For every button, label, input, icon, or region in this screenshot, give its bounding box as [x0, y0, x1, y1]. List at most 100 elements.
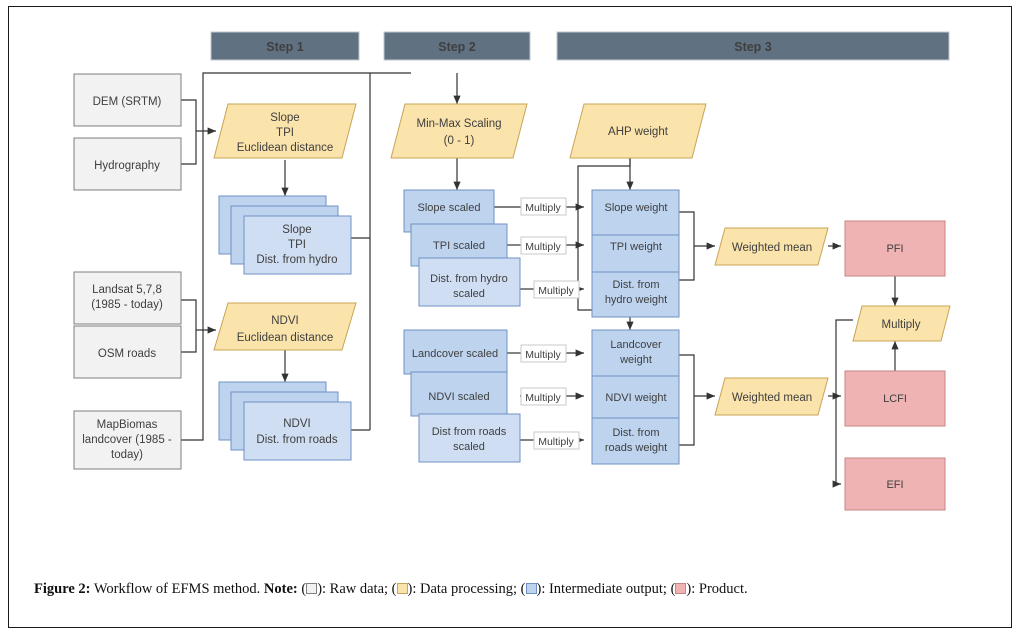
process-topo-line-0: Slope [270, 112, 299, 124]
process-topo[interactable]: Slope TPI Euclidean distance [213, 103, 357, 159]
process-weighted-mean-pfi-label: Weighted mean [732, 242, 812, 254]
multiply-landcover-label: Multiply [525, 349, 561, 361]
scaled-landcover[interactable]: Landcover scaled [403, 329, 508, 375]
scaled-dist-hydro[interactable]: Dist. from hydro scaled [418, 257, 521, 307]
weight-ndvi-label: NDVI weight [605, 392, 666, 404]
scaled-bottom-group: Landcover scaled NDVI scaled Dist from r… [403, 329, 521, 463]
multiply-ndvi-label: Multiply [525, 392, 561, 404]
scaled-dist-hydro-line-1: scaled [453, 288, 485, 300]
process-minmax-line-1: (0 - 1) [444, 135, 475, 147]
raw-data-landsat[interactable]: Landsat 5,7,8 (1985 - today) [73, 271, 182, 325]
raw-data-hydrography[interactable]: Hydrography [73, 137, 182, 191]
raw-data-landsat-line-1: (1985 - today) [91, 299, 163, 311]
raw-data-landsat-line-0: Landsat 5,7,8 [92, 284, 162, 296]
step-header-1: Step 1 [210, 31, 360, 61]
weight-slope[interactable]: Slope weight [591, 189, 680, 236]
raw-data-dem-line-0: DEM (SRTM) [93, 96, 162, 108]
legend-intermediate-swatch-icon [525, 583, 537, 594]
product-efi[interactable]: EFI [844, 457, 946, 511]
step-header-3-label: Step 3 [734, 40, 772, 54]
scaled-slope-label: Slope scaled [418, 202, 481, 214]
process-topo-line-1: TPI [276, 127, 294, 139]
weight-landcover-line-0: Landcover [610, 339, 662, 351]
process-weighted-mean-lcfi-label: Weighted mean [732, 392, 812, 404]
weight-ndvi[interactable]: NDVI weight [591, 375, 680, 419]
process-ndvi[interactable]: NDVI Euclidean distance [213, 302, 357, 351]
weights-top-group: Slope weight TPI weight Dist. from hydro… [591, 189, 680, 318]
product-pfi[interactable]: PFI [844, 220, 946, 277]
scaled-tpi-label: TPI scaled [433, 240, 485, 252]
step-header-2: Step 2 [383, 31, 531, 61]
figure-caption-inter: ): Intermediate output; ( [536, 581, 676, 597]
process-weighted-mean-pfi[interactable]: Weighted mean [714, 227, 829, 266]
caption-open-1: ( [297, 581, 307, 597]
scaled-dist-roads-line-0: Dist from roads [432, 426, 507, 438]
product-lcfi[interactable]: LCFI [844, 370, 946, 427]
scaled-top-group: Slope scaled TPI scaled Dist. from hydro… [403, 189, 521, 307]
multiply-dist-roads[interactable]: Multiply [533, 431, 580, 450]
intermediate-topo-line-0: Slope [282, 224, 311, 236]
weight-dist-hydro-line-0: Dist. from [612, 279, 659, 291]
product-pfi-label: PFI [886, 243, 903, 255]
weight-slope-label: Slope weight [605, 202, 668, 214]
intermediate-ndvi-line-1: Dist. from roads [256, 434, 337, 446]
multiply-dist-hydro-label: Multiply [538, 285, 574, 297]
step-header-2-label: Step 2 [438, 40, 476, 54]
process-multiply-final[interactable]: Multiply [852, 305, 951, 342]
weight-dist-roads-line-0: Dist. from [612, 427, 659, 439]
figure-caption-raw: ): Raw data; ( [317, 581, 397, 597]
raw-data-osm-line-0: OSM roads [98, 348, 156, 360]
scaled-dist-roads-line-1: scaled [453, 441, 485, 453]
product-lcfi-label: LCFI [883, 393, 907, 405]
multiply-ndvi[interactable]: Multiply [520, 387, 567, 406]
process-ndvi-line-0: NDVI [271, 315, 298, 327]
scaled-ndvi[interactable]: NDVI scaled [410, 371, 508, 417]
scaled-dist-roads[interactable]: Dist from roads scaled [418, 413, 521, 463]
weight-dist-hydro-line-1: hydro weight [605, 294, 667, 306]
weights-bottom-group: Landcover weight NDVI weight Dist. from … [591, 329, 680, 465]
process-ndvi-line-1: Euclidean distance [237, 332, 334, 344]
weight-landcover[interactable]: Landcover weight [591, 329, 680, 377]
figure-caption-main: Workflow of EFMS method. [90, 581, 264, 597]
raw-data-dem[interactable]: DEM (SRTM) [73, 73, 182, 127]
process-ahp-line-0: AHP weight [608, 126, 669, 138]
raw-data-hydrography-line-0: Hydrography [94, 160, 160, 172]
figure-caption-label: Figure 2: [34, 581, 91, 597]
legend-processing-swatch-icon [396, 583, 408, 594]
step-header-1-label: Step 1 [266, 40, 304, 54]
intermediate-topo-stack[interactable]: Slope TPI Dist. from hydro [218, 195, 352, 275]
workflow-diagram: Step 1 Step 2 Step 3 [73, 31, 951, 511]
multiply-slope-label: Multiply [525, 202, 561, 214]
legend-raw-swatch-icon [306, 583, 318, 594]
weight-dist-roads-line-1: roads weight [605, 442, 667, 454]
weight-landcover-line-1: weight [619, 354, 652, 366]
intermediate-topo-line-1: TPI [288, 239, 306, 251]
legend-product-swatch-icon [675, 583, 687, 594]
intermediate-topo-line-2: Dist. from hydro [256, 254, 337, 266]
raw-data-mapbiomas-line-2: today) [111, 449, 143, 461]
raw-data-osm[interactable]: OSM roads [73, 325, 182, 379]
multiply-tpi[interactable]: Multiply [520, 236, 567, 255]
raw-data-mapbiomas-line-1: landcover (1985 - [82, 434, 172, 446]
raw-data-mapbiomas-line-0: MapBiomas [97, 419, 158, 431]
weight-tpi-label: TPI weight [610, 241, 662, 253]
figure-caption-proc: ): Data processing; ( [407, 581, 526, 597]
raw-data-mapbiomas[interactable]: MapBiomas landcover (1985 - today) [73, 410, 182, 470]
figure-caption-prod: ): Product. [686, 581, 748, 597]
product-efi-label: EFI [886, 479, 903, 491]
scaled-landcover-label: Landcover scaled [412, 348, 498, 360]
weight-dist-hydro[interactable]: Dist. from hydro weight [591, 271, 680, 318]
multiply-tpi-label: Multiply [525, 241, 561, 253]
multiply-dist-hydro[interactable]: Multiply [533, 280, 580, 299]
weight-dist-roads[interactable]: Dist. from roads weight [591, 417, 680, 465]
multiply-dist-roads-label: Multiply [538, 436, 574, 448]
process-weighted-mean-lcfi[interactable]: Weighted mean [714, 377, 829, 416]
multiply-landcover[interactable]: Multiply [520, 344, 567, 363]
multiply-slope[interactable]: Multiply [520, 197, 567, 216]
scaled-dist-hydro-line-0: Dist. from hydro [430, 273, 508, 285]
intermediate-ndvi-stack[interactable]: NDVI Dist. from roads [218, 381, 352, 461]
process-multiply-final-label: Multiply [882, 319, 921, 331]
process-ahp[interactable]: AHP weight [569, 103, 707, 159]
figure-caption: Figure 2: Workflow of EFMS method. Note:… [34, 580, 984, 600]
process-minmax[interactable]: Min-Max Scaling (0 - 1) [390, 103, 528, 159]
